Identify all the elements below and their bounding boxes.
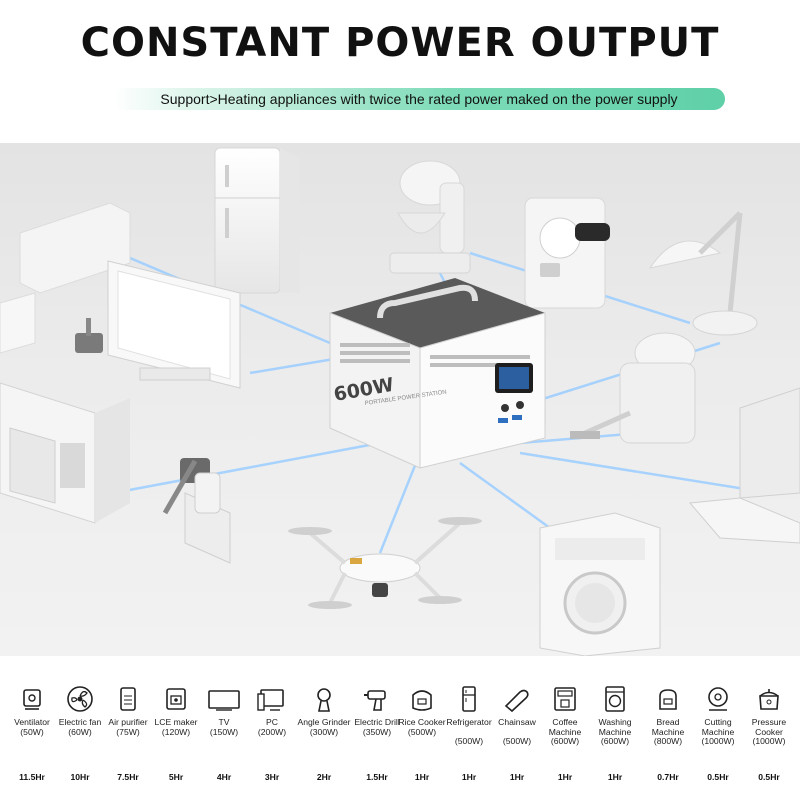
appliance-pc: PC(200W) 3Hr xyxy=(245,684,299,782)
ventilator-icon xyxy=(23,689,41,710)
coffee-machine-shape xyxy=(524,197,610,309)
drill-shape xyxy=(162,458,231,564)
product-scene: 600W PORTABLE POWER STATION xyxy=(0,143,800,656)
monitor-shape xyxy=(75,260,241,389)
refrigerator-shape xyxy=(214,147,300,294)
appliance-chainsaw: Chainsaw(500W) 1Hr xyxy=(490,684,544,782)
scene-illustration: 600W PORTABLE POWER STATION xyxy=(0,147,800,656)
refrigerator-icon xyxy=(462,686,476,712)
appliance-electric-drill: Electric Drill(350W) 1.5Hr xyxy=(350,684,404,782)
bread-machine-icon xyxy=(659,689,677,710)
cutting-machine-icon xyxy=(708,687,728,711)
laptop-shape xyxy=(688,387,800,544)
ice-maker-icon xyxy=(166,688,186,710)
chainsaw-icon xyxy=(504,689,529,713)
rice-cooker-icon xyxy=(412,690,432,711)
pc-icon xyxy=(257,689,284,711)
appliance-ice-maker: LCE maker(120W) 5Hr xyxy=(149,684,203,782)
power-station-shape xyxy=(329,278,546,469)
appliance-angle-grinder: Angle Grinder(300W) 2Hr xyxy=(297,684,351,782)
angle-grinder-icon xyxy=(317,688,331,712)
appliance-rice-cooker: Rice Cooker(500W) 1Hr xyxy=(395,684,449,782)
tv-icon xyxy=(208,690,240,711)
appliance-refrigerator: Refrigerator(500W) 1Hr xyxy=(442,684,496,782)
appliance-ventilator: Ventilator(50W) 11.5Hr xyxy=(5,684,59,782)
support-banner: Support>Heating appliances with twice th… xyxy=(113,88,725,110)
drill-icon xyxy=(364,690,386,711)
washing-machine-icon xyxy=(605,686,625,712)
desk-lamp-shape xyxy=(648,211,758,336)
appliance-legend: Ventilator(50W) 11.5Hr Electric fan(60W)… xyxy=(0,660,800,800)
appliance-bread-machine: Bread Machine(800W) 0.7Hr xyxy=(641,684,695,782)
vacuum-shape xyxy=(570,332,696,444)
fan-icon xyxy=(67,686,93,712)
appliance-pressure-cooker: Pressure Cooker(1000W) 0.5Hr xyxy=(742,684,796,782)
left-blocks xyxy=(0,202,131,354)
appliance-air-purifier: Air purifier(75W) 7.5Hr xyxy=(101,684,155,782)
stand-mixer-shape xyxy=(389,160,471,274)
drone-shape xyxy=(288,517,482,609)
air-purifier-icon xyxy=(120,687,136,711)
microwave-shape xyxy=(0,382,130,524)
appliance-coffee-machine: Coffee Machine(600W) 1Hr xyxy=(538,684,592,782)
appliance-cutting-machine: Cutting Machine(1000W) 0.5Hr xyxy=(691,684,745,782)
coffee-machine-icon xyxy=(554,687,576,711)
washing-machine-shape xyxy=(539,512,661,656)
page-title: CONSTANT POWER OUTPUT xyxy=(80,20,720,66)
appliance-washing-machine: Washing Machine(600W) 1Hr xyxy=(588,684,642,782)
appliance-tv: TV(150W) 4Hr xyxy=(197,684,251,782)
appliance-electric-fan: Electric fan(60W) 10Hr xyxy=(53,684,107,782)
pressure-cooker-icon xyxy=(759,689,779,710)
